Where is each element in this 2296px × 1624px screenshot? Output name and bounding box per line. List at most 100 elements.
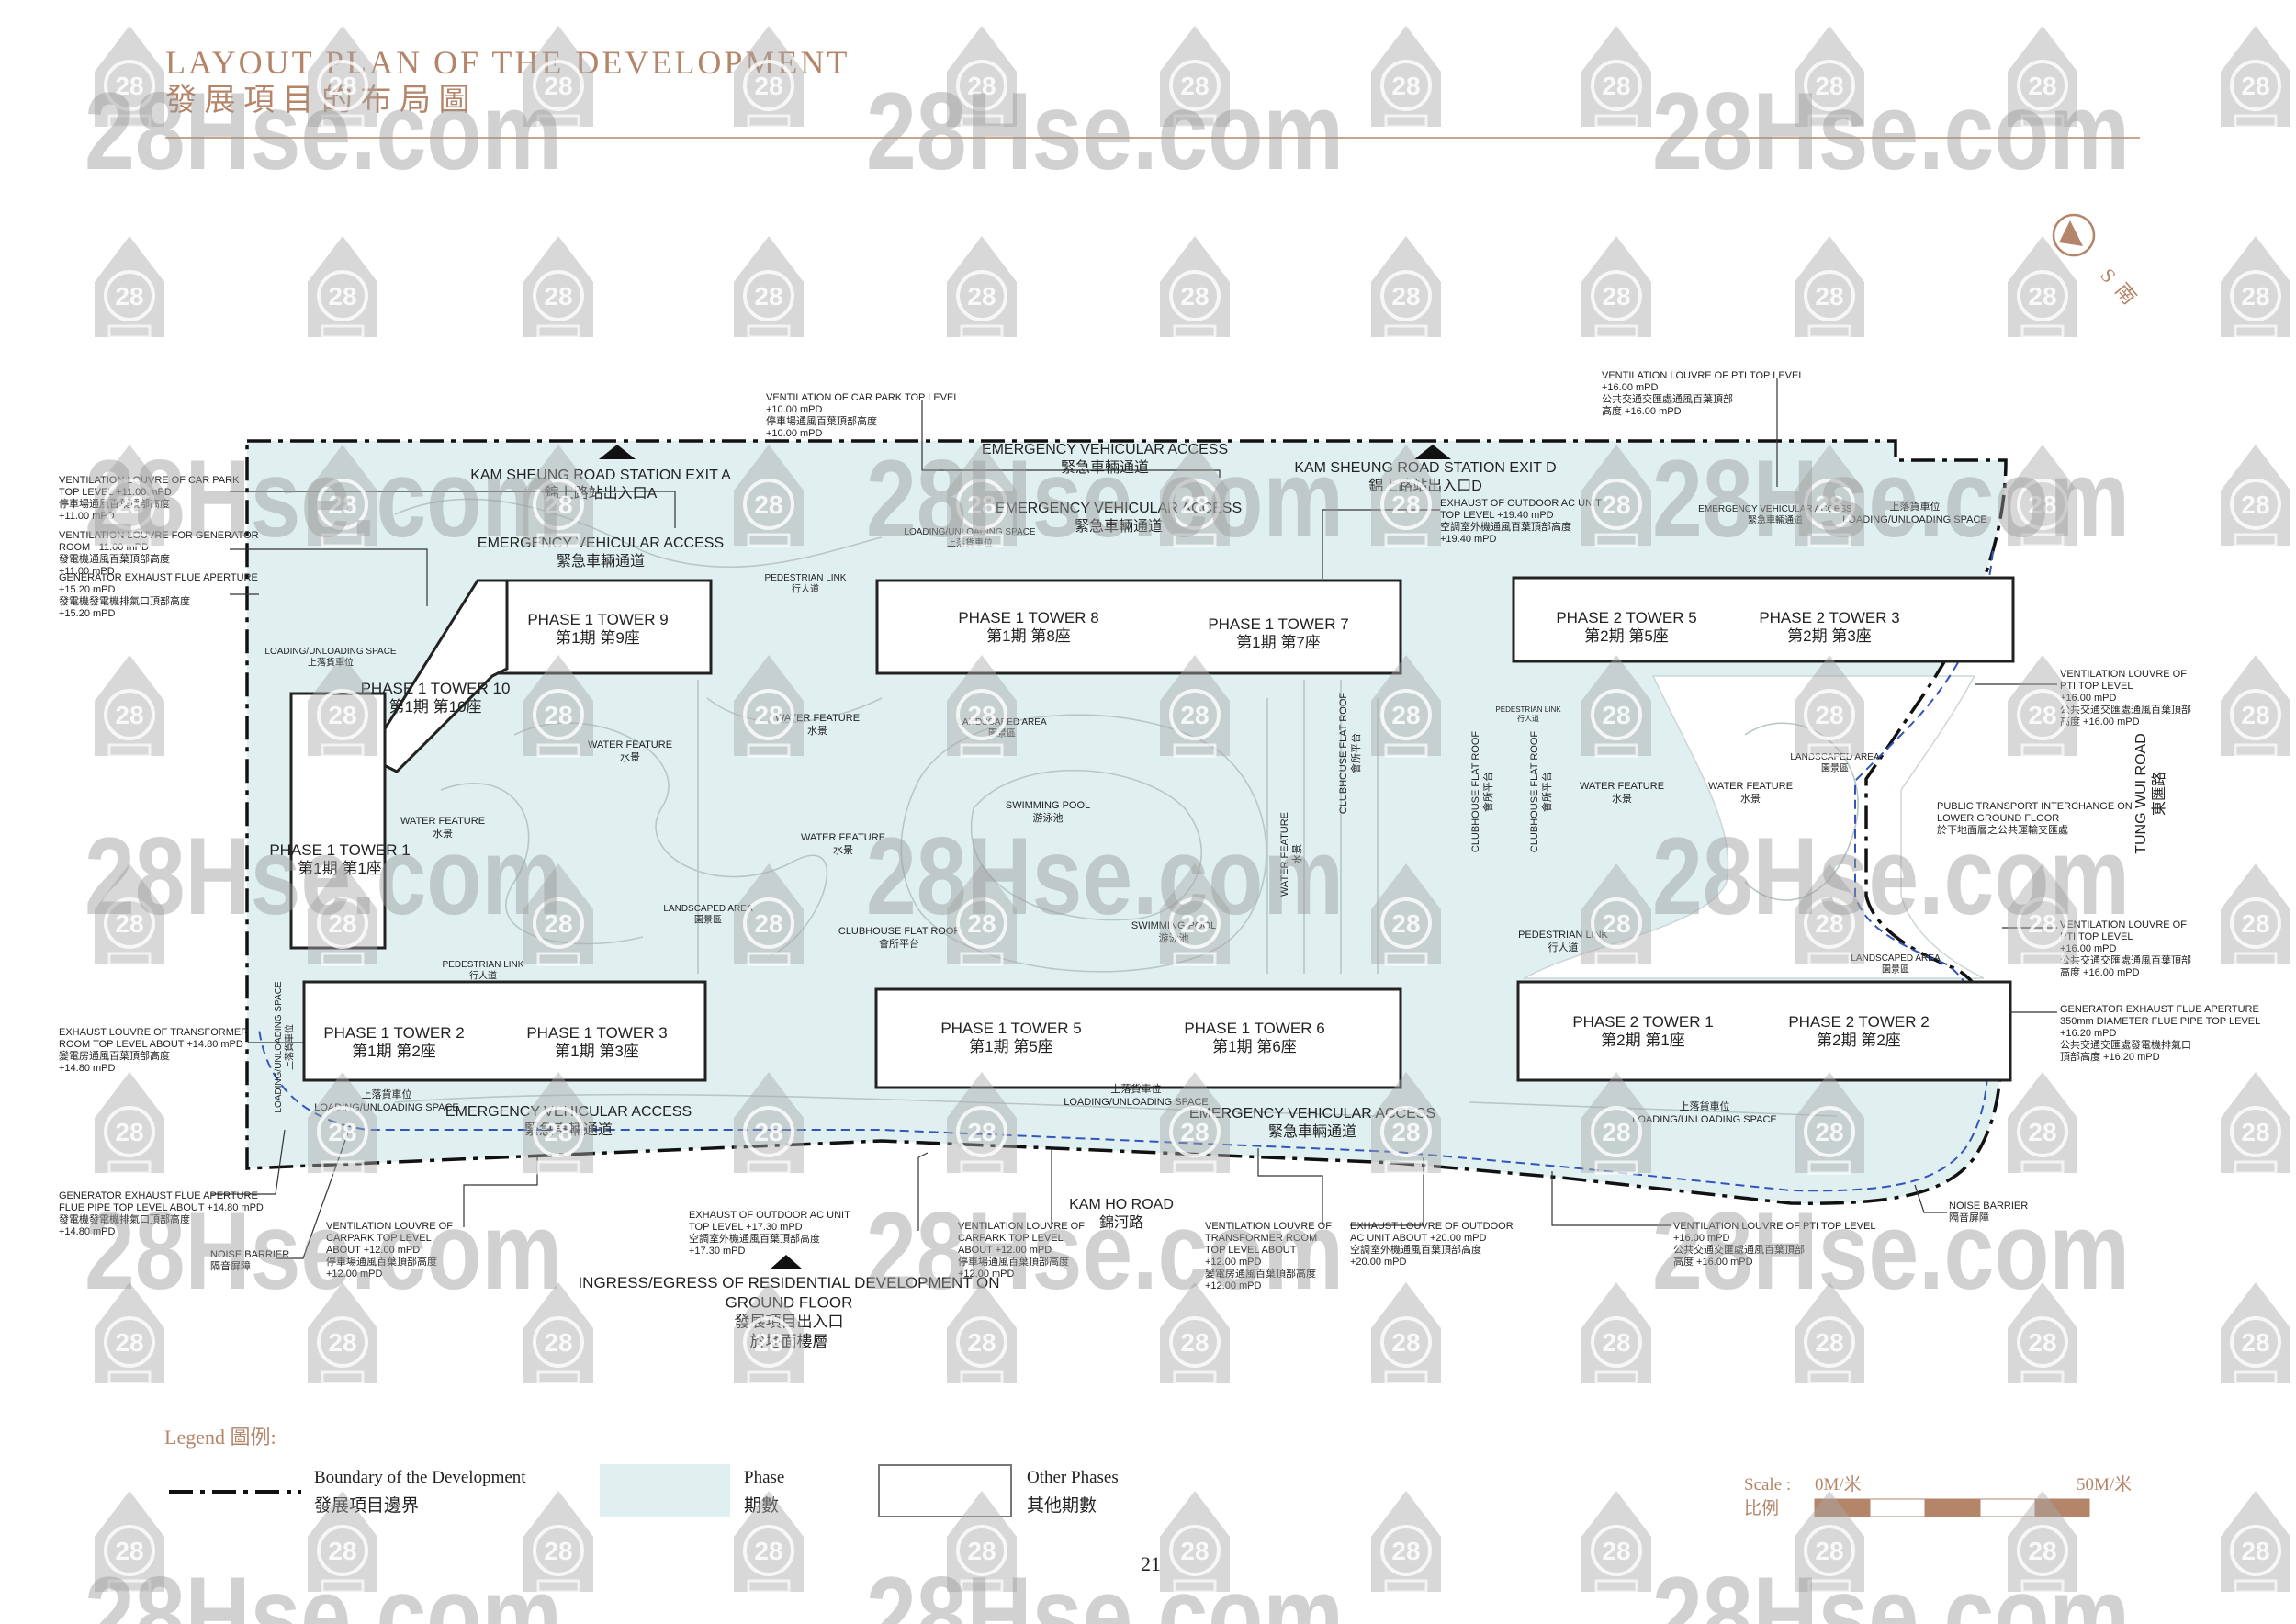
watermark-badge-icon: 28 <box>93 443 166 547</box>
label-eva-br-line: 緊急車輛通道 <box>1268 1123 1356 1140</box>
watermark-badge-text: 28 <box>544 909 572 938</box>
label-cfr-3-line: 會所平台 <box>1481 772 1494 812</box>
watermark-badge-text: 28 <box>115 491 143 519</box>
annotation-a3-line: +15.20 mPD <box>59 584 116 595</box>
watermark-badge-text: 28 <box>1815 909 1843 938</box>
watermark-badge-text: 28 <box>754 282 782 310</box>
annotation-a12-line: GENERATOR EXHAUST FLUE APERTURE <box>59 1190 258 1201</box>
annotation-a19-line: +16.00 mPD <box>1673 1233 1730 1244</box>
annotation-a17-line: TOP LEVEL ABOUT <box>1205 1245 1297 1256</box>
watermark-badge-text: 28 <box>115 1328 143 1357</box>
watermark-badge-icon: 28 <box>1158 1489 1232 1594</box>
watermark-badge-icon: 28 <box>1369 862 1443 966</box>
watermark-badge-text: 28 <box>328 1328 356 1357</box>
watermark-badge-icon: 28 <box>1158 1280 1232 1385</box>
label-wf-3-line: WATER FEATURE <box>801 832 885 843</box>
watermark-badge-icon: 28 <box>945 443 1019 547</box>
watermark-badge-icon: 28 <box>2219 1489 2292 1594</box>
annotation-a15-line: +17.30 mPD <box>689 1246 746 1257</box>
label-ped-4-line: PEDESTRIAN LINK <box>1495 705 1561 714</box>
label-ped-2-line: PEDESTRIAN LINK <box>443 960 524 970</box>
watermark-badge-text: 28 <box>115 909 143 938</box>
watermark-badge-text: 28 <box>967 72 996 100</box>
watermark-badge-icon: 28 <box>945 1070 1019 1175</box>
watermark-badge-text: 28 <box>2028 701 2056 729</box>
watermark-badge-icon: 28 <box>2219 862 2292 966</box>
annotation-a16-line: CARPARK TOP LEVEL <box>958 1233 1064 1244</box>
watermark-badge-icon: 28 <box>1369 653 1443 758</box>
watermark-badge-icon: 28 <box>93 234 166 339</box>
annotation-a19-line: 公共交通交匯處通風百葉頂部 <box>1673 1243 1805 1256</box>
watermark-text: 28Hse.com <box>1652 437 2130 560</box>
annotation-a15-line: EXHAUST OF OUTDOOR AC UNIT <box>689 1210 850 1221</box>
annotation-a10-line: 頂部高度 +16.20 mPD <box>2060 1050 2160 1063</box>
tower-label-en: PHASE 2 TOWER 1 <box>1572 1013 1713 1031</box>
watermark-badge-icon: 28 <box>732 443 805 547</box>
annotation-a19: VENTILATION LOUVRE OF PTI TOP LEVEL+16.0… <box>1673 1221 1875 1268</box>
watermark-badge-icon: 28 <box>306 862 379 966</box>
watermark-badge-text: 28 <box>754 491 782 519</box>
watermark-badge-text: 28 <box>2241 72 2269 100</box>
watermark-badge-icon: 28 <box>93 1070 166 1175</box>
tower-label-zh: 第2期 第1座 <box>1601 1032 1685 1049</box>
watermark-badge-text: 28 <box>1180 72 1209 100</box>
watermark-badge-text: 28 <box>544 1328 572 1357</box>
watermark-badge-text: 28 <box>328 1118 356 1146</box>
watermark-badge-icon: 28 <box>945 653 1019 758</box>
annotation-a11-line: ROOM TOP LEVEL ABOUT +14.80 mPD <box>59 1039 243 1050</box>
watermark-badge-icon: 28 <box>1158 862 1232 966</box>
tower-label-zh: 第1期 第3座 <box>555 1043 639 1060</box>
watermark-badge-text: 28 <box>2241 491 2269 519</box>
watermark-badge-icon: 28 <box>1580 24 1653 129</box>
watermark-badge-icon: 28 <box>732 653 805 758</box>
annotation-a12-line: +14.80 mPD <box>59 1226 116 1237</box>
watermark-badge-text: 28 <box>1815 701 1843 729</box>
watermark-badge-icon: 28 <box>945 862 1019 966</box>
watermark-badge-text: 28 <box>328 491 356 519</box>
watermark-badge-text: 28 <box>328 72 356 100</box>
annotation-a4-line: +10.00 mPD <box>766 404 823 415</box>
label-load-vert-line: LOADING/UNLOADING SPACE <box>274 981 284 1113</box>
watermark-text: 28Hse.com <box>866 815 1344 938</box>
watermark-badge-text: 28 <box>1391 72 1420 100</box>
watermark-badge-text: 28 <box>1815 491 1843 519</box>
watermark-badge-text: 28 <box>544 282 572 310</box>
watermark-badge-icon: 28 <box>1369 1489 1443 1594</box>
watermark-badge-icon: 28 <box>1793 443 1866 547</box>
watermark-badge-text: 28 <box>1815 1328 1843 1357</box>
annotation-a17-line: +12.00 mPD <box>1205 1280 1262 1291</box>
watermark-text: 28Hse.com <box>84 1190 562 1313</box>
annotation-a3: GENERATOR EXHAUST FLUE APERTURE+15.20 mP… <box>59 572 258 619</box>
watermark-badge-icon: 28 <box>732 1280 805 1385</box>
watermark-badge-text: 28 <box>328 1537 356 1565</box>
watermark-badge-icon: 28 <box>1793 862 1866 966</box>
tower-label-en: PHASE 1 TOWER 8 <box>958 609 1098 626</box>
watermark-text: 28Hse.com <box>1652 1554 2130 1624</box>
annotation-a6-line: 高度 +16.00 mPD <box>1602 404 1682 417</box>
watermark-badge-text: 28 <box>115 72 143 100</box>
label-cfr-4-line: 會所平台 <box>1540 772 1553 812</box>
label-cfr-1-line: 會所平台 <box>879 937 919 950</box>
label-cfr-2-line: CLUBHOUSE FLAT ROOF <box>1338 693 1349 815</box>
annotation-a18-line: AC UNIT ABOUT +20.00 mPD <box>1350 1233 1487 1244</box>
watermark-badge-icon: 28 <box>1580 1070 1653 1175</box>
watermark-text: 28Hse.com <box>866 437 1344 560</box>
watermark-badge-icon: 28 <box>1793 1070 1866 1175</box>
label-tung-wui-road-line: TUNG WUI ROAD <box>2133 733 2149 854</box>
label-ped-4-line: 行人道 <box>1517 714 1539 723</box>
